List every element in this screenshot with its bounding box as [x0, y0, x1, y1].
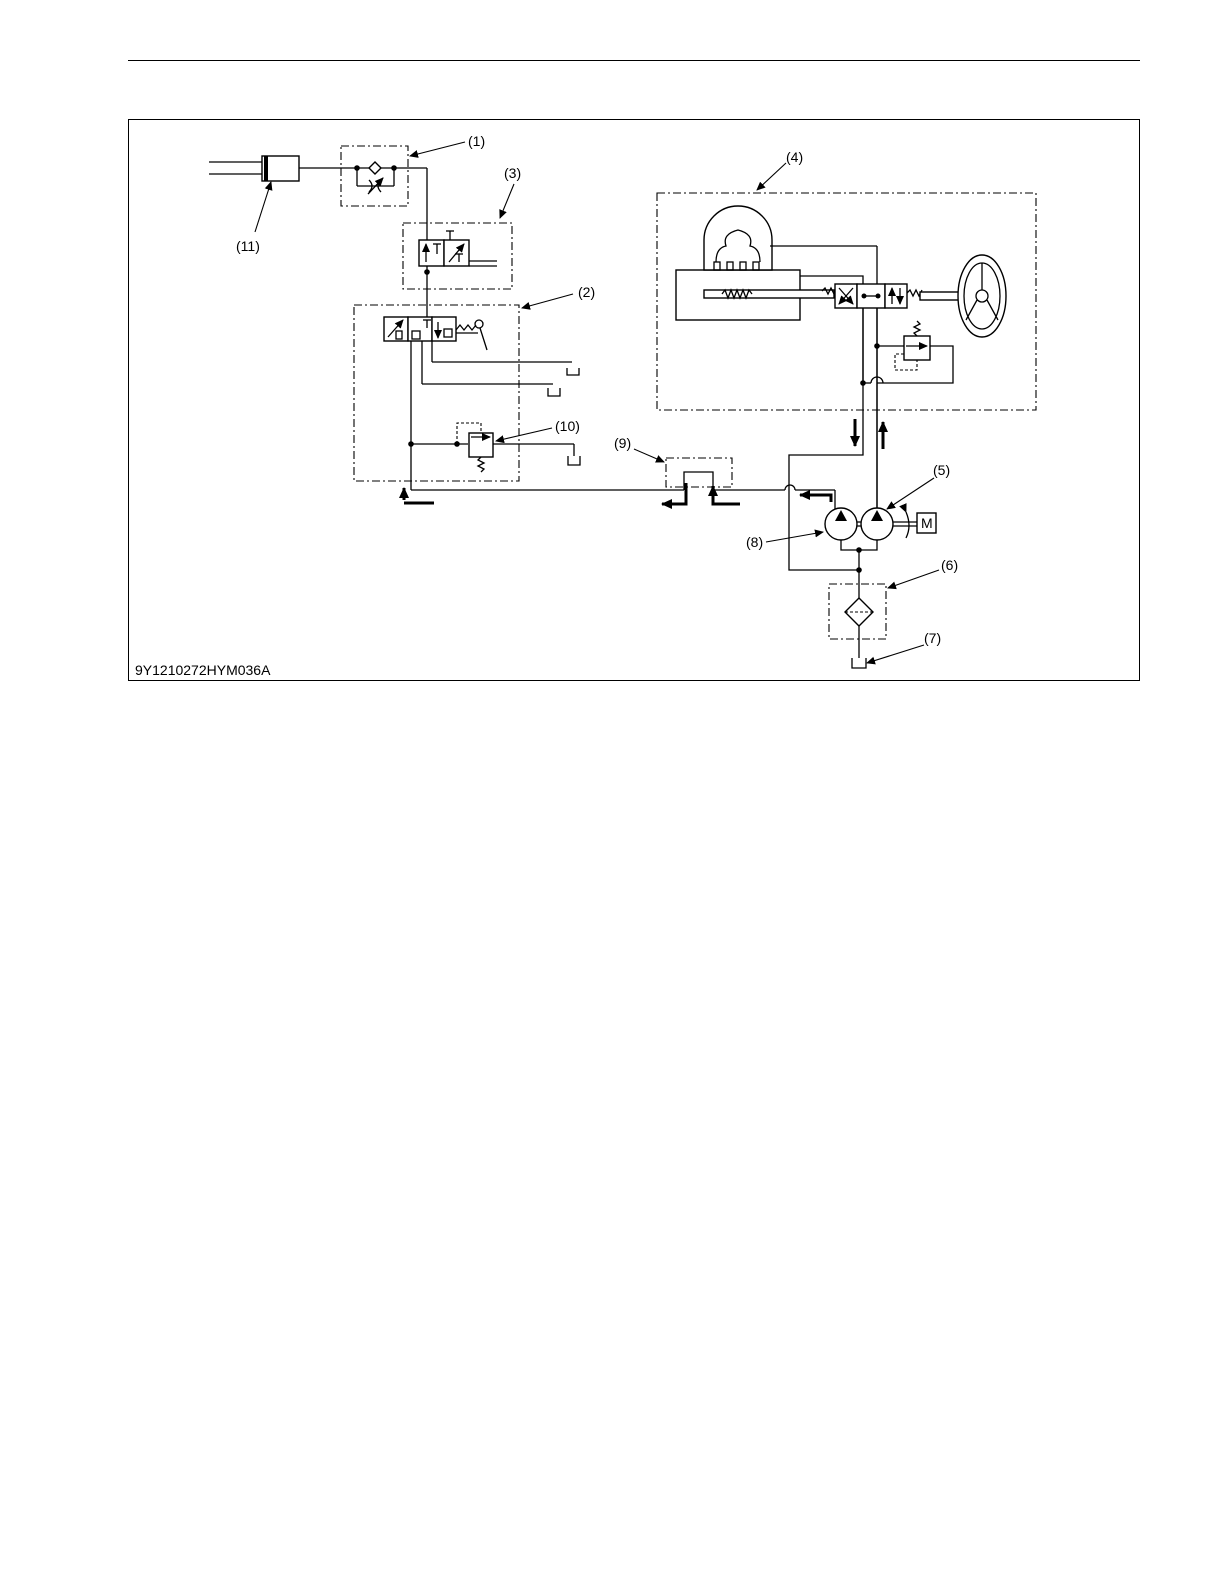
- lowering-speed-adjusting-valve: [341, 146, 427, 317]
- callout-3: (3): [504, 165, 521, 181]
- motor-symbol-label: M: [921, 515, 933, 531]
- three-way-solenoid-valve: [403, 223, 512, 289]
- oil-filter: [829, 570, 886, 658]
- callout-5: (5): [933, 462, 950, 478]
- callout-2: (2): [578, 284, 595, 300]
- figure-code: 9Y1210272HYM036A: [135, 662, 270, 678]
- tank-symbols-upper: [548, 368, 580, 465]
- callout-leaders: [255, 142, 939, 663]
- callout-10: (10): [555, 418, 580, 434]
- position-control-valve: [354, 305, 572, 490]
- callout-11: (11): [236, 238, 260, 254]
- lift-cylinder: [209, 156, 342, 181]
- callout-1: (1): [468, 133, 485, 149]
- flow-direction-arrows: [404, 419, 883, 504]
- pipeline-block: [411, 300, 863, 512]
- callout-9: (9): [614, 435, 631, 451]
- callout-7: (7): [924, 630, 941, 646]
- oil-tank: [852, 658, 866, 668]
- callout-4: (4): [786, 149, 803, 165]
- callout-6: (6): [941, 557, 958, 573]
- power-steering-unit: [657, 193, 1036, 508]
- system-relief-valve: [408, 423, 574, 472]
- callout-8: (8): [746, 534, 763, 550]
